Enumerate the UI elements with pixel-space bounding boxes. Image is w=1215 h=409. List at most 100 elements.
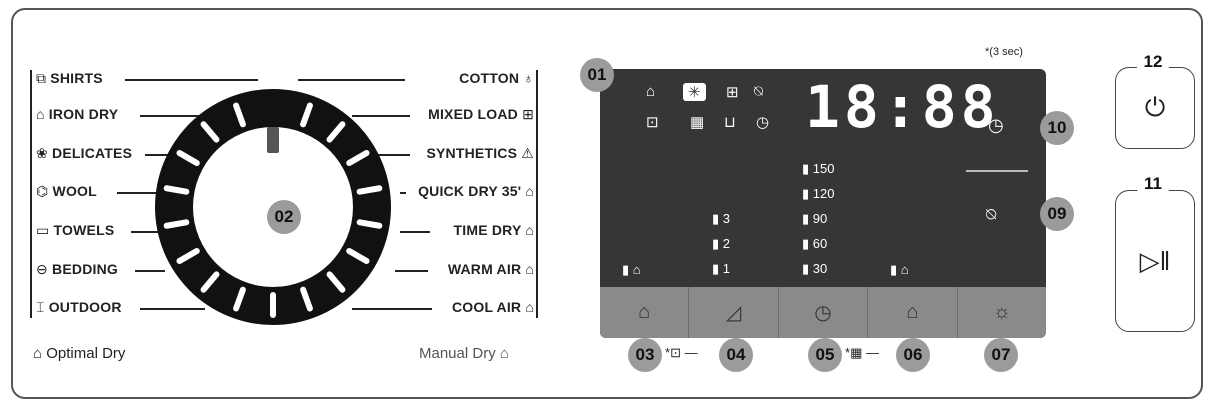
program-cool-air[interactable]: COOL AIR ⌂ [452, 299, 534, 315]
program-label: QUICK DRY 35' [418, 183, 522, 199]
leader-line [125, 79, 258, 81]
water-tank-icon: ⊔ [724, 114, 736, 131]
synthetics-icon: ⚠ [521, 145, 534, 161]
filter-hint-icon: ▦ [850, 345, 863, 360]
dry-level-button[interactable]: ◿ [689, 287, 779, 338]
warm-air-icon: ⌂ [525, 261, 534, 277]
badge-10: 10 [1040, 111, 1074, 145]
leader-line [131, 231, 160, 233]
delicates-icon: ❀ [36, 145, 48, 161]
dial-tick [346, 150, 370, 166]
start-pause-button[interactable]: ▷‖ [1115, 190, 1195, 332]
program-label: SHIRTS [50, 70, 103, 86]
dial-tick [326, 271, 346, 293]
program-label: TOWELS [53, 222, 115, 238]
child-lock-icon: ⊡ [646, 114, 659, 131]
program-synthetics[interactable]: SYNTHETICS ⚠ [426, 145, 534, 162]
time-level-led: ▮ 90 [802, 211, 828, 226]
filter-icon: ▦ [690, 114, 705, 131]
program-towels[interactable]: ▭ TOWELS [36, 222, 114, 239]
delay-end-icon: ◷ [988, 115, 1004, 135]
dial-tick [176, 150, 200, 166]
program-cotton[interactable]: COTTON ♁ [459, 70, 534, 86]
quick-dry-icon: ⌂ [525, 183, 534, 199]
optimal-dry-button-icon: ⌂ [638, 301, 651, 323]
dial-tick [356, 219, 383, 229]
dial-tick [233, 102, 246, 128]
badge-01: 01 [580, 58, 614, 92]
badge-12: 12 [1136, 45, 1170, 79]
power-button[interactable]: ⏻ [1115, 67, 1195, 149]
dial-tick [233, 286, 246, 312]
dry-level-led: ▮ 2 [712, 236, 730, 251]
dial-tick [326, 121, 346, 143]
badge-05: 05 [808, 338, 842, 372]
time-dry-icon: ⌂ [525, 222, 534, 238]
time-level-led: ▮ 150 [802, 161, 835, 176]
program-warm-air[interactable]: WARM AIR ⌂ [448, 261, 534, 277]
badge-07: 07 [984, 338, 1018, 372]
power-icon: ⏻ [1144, 92, 1166, 122]
dry-level-value: 3 [722, 211, 730, 226]
program-label: MIXED LOAD [428, 106, 518, 122]
program-wool[interactable]: ⌬ WOOL [36, 183, 97, 200]
dial-tick [300, 286, 313, 312]
program-quick-dry-35-[interactable]: QUICK DRY 35' ⌂ [418, 183, 534, 199]
dial-tick [163, 219, 190, 229]
snowflake-icon: ✳ [683, 83, 706, 101]
manual-dry-icon: ⌂ [499, 345, 509, 362]
dry-level-value: 1 [722, 261, 730, 276]
filter-hint: *▦ — [845, 345, 879, 360]
time-button-icon: ◷ [814, 302, 832, 324]
towel-icon: ▭ [36, 222, 50, 238]
time-button[interactable]: ◷ [779, 287, 869, 338]
bell-off-icon: ⍉ [754, 83, 764, 100]
program-label: IRON DRY [48, 106, 119, 122]
leader-line [400, 231, 430, 233]
shirt-icon: ⧉ [36, 70, 47, 86]
time-level-value: 60 [812, 236, 828, 251]
program-label: COTTON [459, 70, 520, 86]
dry-level-led: ▮ 3 [712, 211, 730, 226]
leader-line [298, 79, 405, 81]
divider [966, 170, 1028, 172]
leader-line [352, 115, 410, 117]
program-shirts[interactable]: ⧉ SHIRTS [36, 70, 103, 87]
optimal-dry-button[interactable]: ⌂ [600, 287, 690, 338]
program-time-dry[interactable]: TIME DRY ⌂ [454, 222, 534, 238]
leader-line [352, 308, 432, 310]
manual-dry-button[interactable]: ⌂ [868, 287, 958, 338]
leader-line [117, 192, 160, 194]
program-iron-dry[interactable]: ⌂ IRON DRY [36, 106, 118, 122]
badge-03: 03 [628, 338, 662, 372]
time-level-led: ▮ 30 [802, 261, 828, 276]
time-level-value: 150 [812, 161, 835, 176]
program-bedding[interactable]: ⊖ BEDDING [36, 261, 118, 278]
program-label: WARM AIR [447, 261, 522, 277]
buzzer-off-icon: ⍉ [986, 205, 997, 224]
program-outdoor[interactable]: ⌶ OUTDOOR [36, 299, 122, 316]
badge-09: 09 [1040, 197, 1074, 231]
time-level-led: ▮ 60 [802, 236, 828, 251]
display-panel: ⌂ ✳ ⊞ ⍉ ⊡ ▦ ⊔ ◷ 18:88 ◷ ⍉ ▮ 3▮ 2▮ 1 ▮ 15… [600, 69, 1046, 338]
control-panel-frame [11, 8, 1203, 399]
program-delicates[interactable]: ❀ DELICATES [36, 145, 132, 162]
dry-level-led: ▮ 1 [712, 261, 730, 276]
manual-dry-button-icon: ⌂ [906, 301, 919, 323]
dial-tick [300, 102, 313, 128]
lamp-button[interactable]: ☼ [958, 287, 1046, 338]
optimal-dry-icon: ⌂ [33, 345, 43, 362]
wool-icon: ⌬ [36, 183, 49, 199]
program-label: OUTDOOR [48, 299, 122, 315]
badge-06: 06 [896, 338, 930, 372]
outdoor-icon: ⌶ [36, 299, 45, 315]
leader-line [400, 192, 406, 194]
dial-tick [356, 185, 383, 195]
mixed-load-icon: ⊞ [522, 106, 534, 122]
program-mixed-load[interactable]: MIXED LOAD ⊞ [428, 106, 534, 123]
hold-note: *(3 sec) [985, 46, 1023, 58]
clock-icon: ◷ [756, 114, 770, 131]
child-lock-hint-icon: ⊡ [670, 345, 681, 360]
badge-11: 11 [1136, 167, 1170, 201]
optimal-dry-led: ▮ ⌂ [622, 262, 641, 277]
